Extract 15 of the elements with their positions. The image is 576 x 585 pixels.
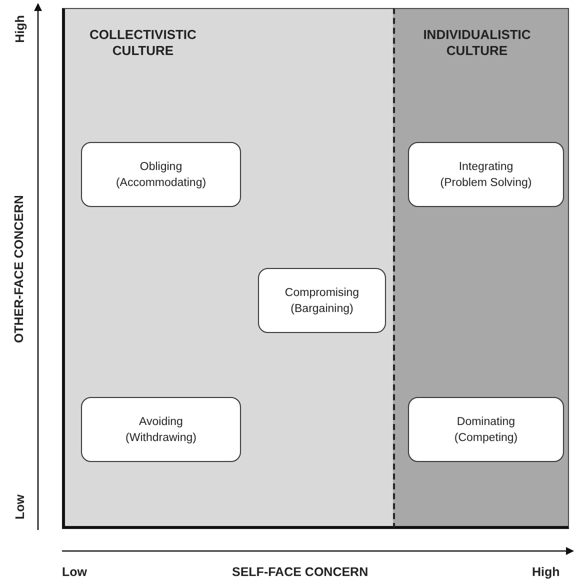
axis-title: SELF-FACE CONCERN xyxy=(232,565,368,579)
axis-label: High xyxy=(532,565,560,579)
culture-region xyxy=(393,8,569,529)
style-box: Dominating (Competing) xyxy=(408,397,564,462)
style-box: Compromising (Bargaining) xyxy=(258,268,386,333)
axis-title: OTHER-FACE CONCERN xyxy=(12,194,26,344)
region-heading: INDIVIDUALISTIC CULTURE xyxy=(422,27,532,59)
axis-label: Low xyxy=(13,494,27,522)
region-heading: COLLECTIVISTIC CULTURE xyxy=(88,27,198,59)
axis-label: High xyxy=(13,14,27,45)
style-box: Avoiding (Withdrawing) xyxy=(81,397,241,462)
style-box: Integrating (Problem Solving) xyxy=(408,142,564,207)
culture-region xyxy=(62,8,393,529)
style-box: Obliging (Accommodating) xyxy=(81,142,241,207)
axis-label: Low xyxy=(62,565,87,579)
